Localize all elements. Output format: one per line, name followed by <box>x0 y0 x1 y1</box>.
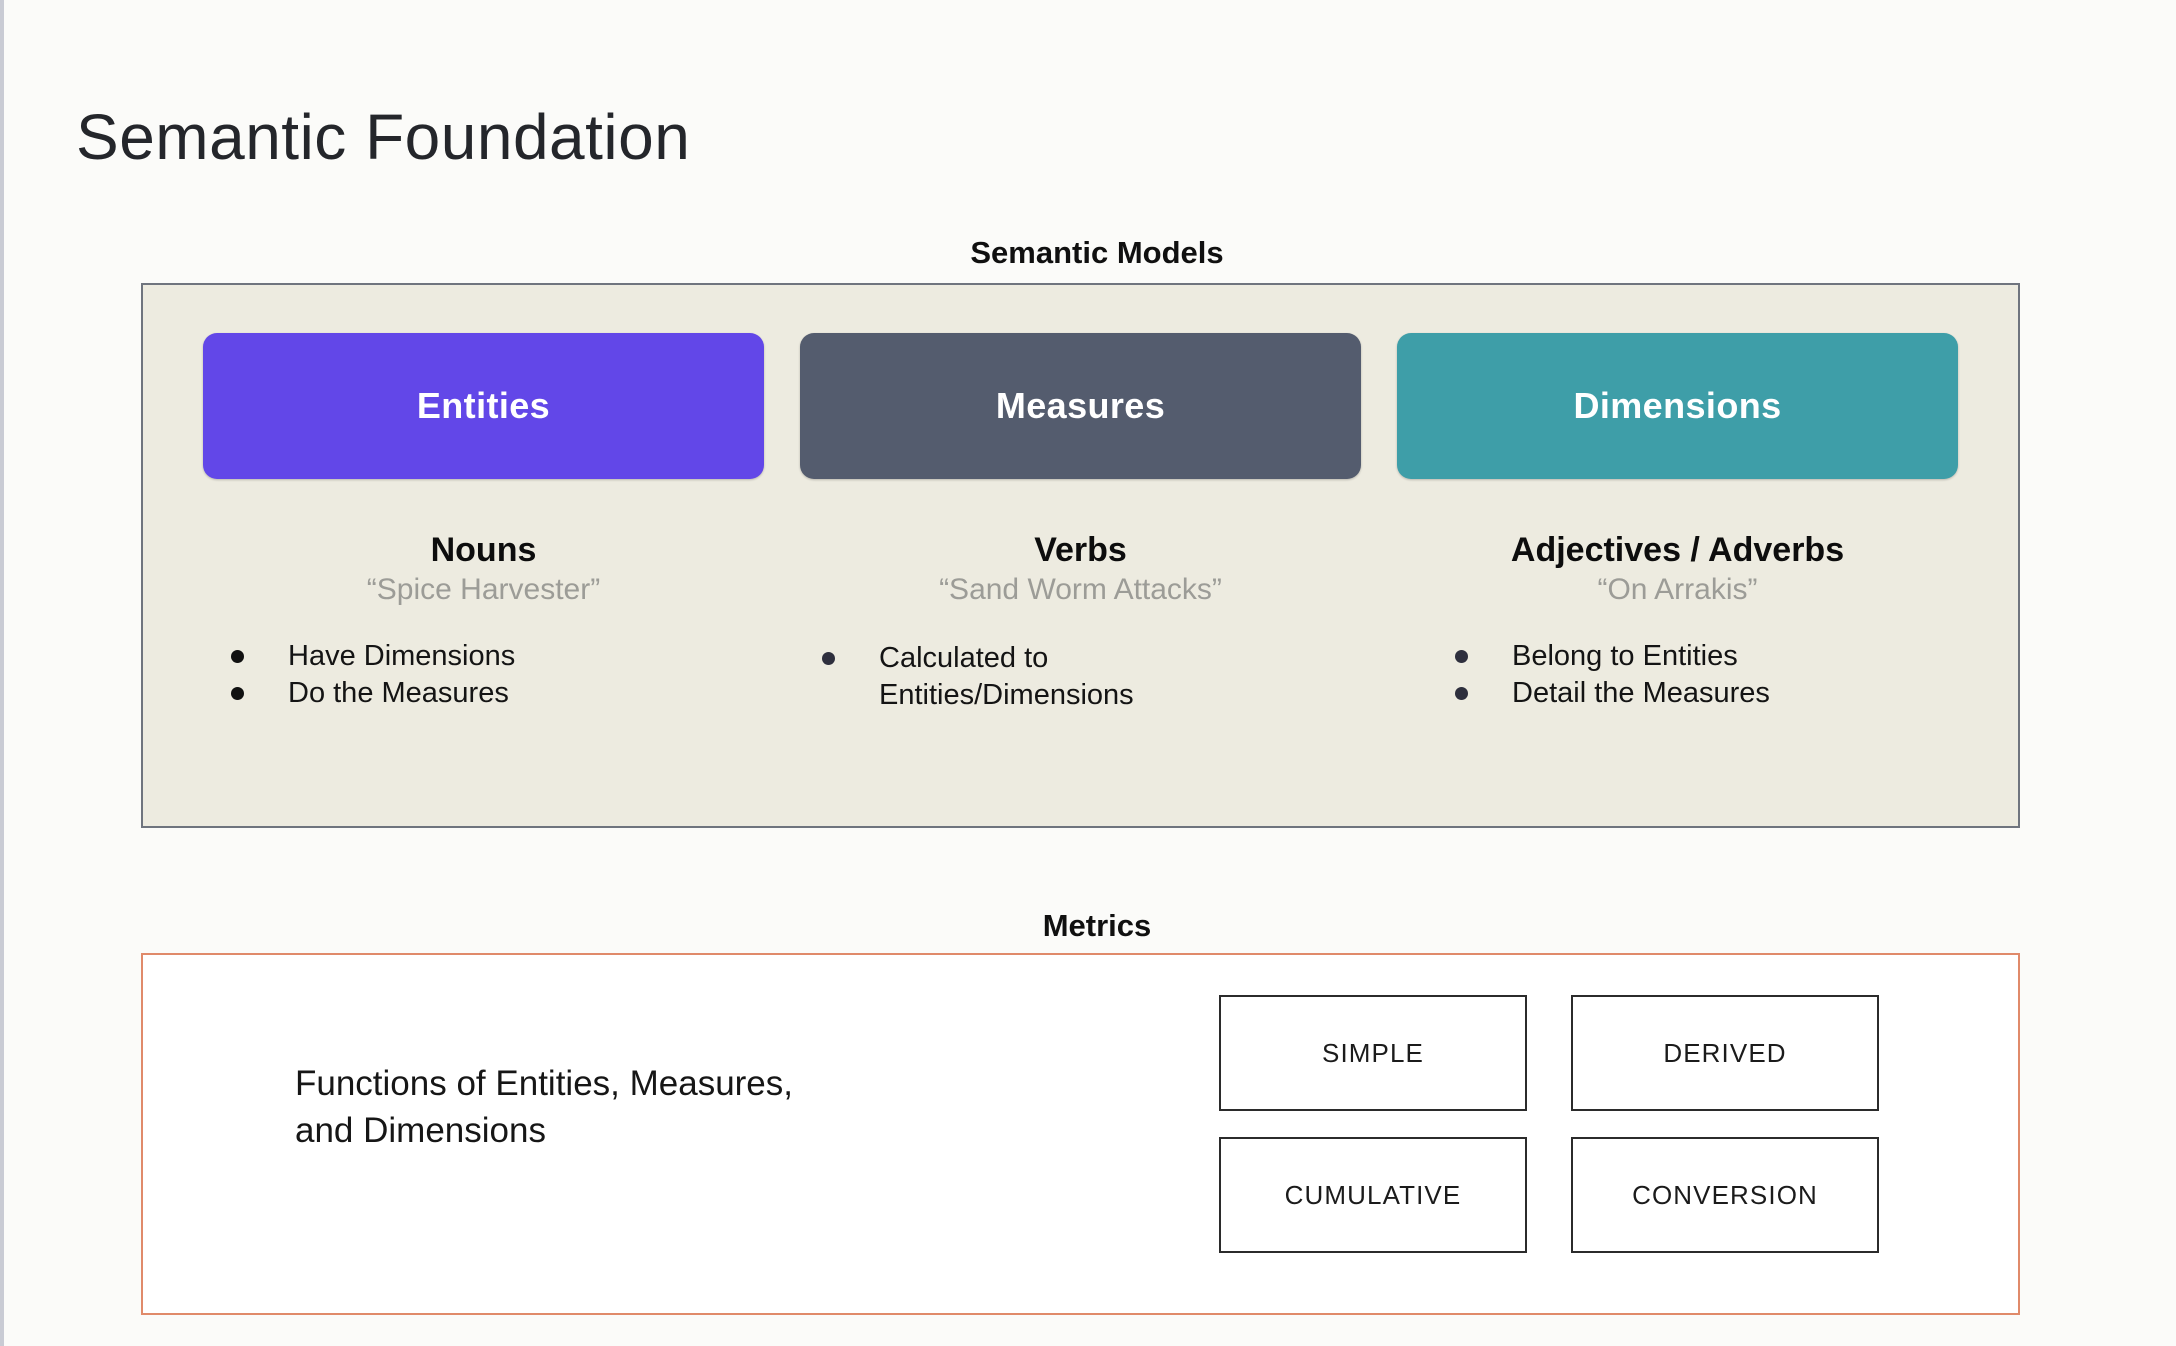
metrics-caption: Metrics <box>1042 908 1152 943</box>
semantic-column-entities: Entities Nouns “Spice Harvester” Have Di… <box>185 333 782 712</box>
list-item-label: Do the Measures <box>288 676 509 709</box>
dimensions-bullet-list: Belong to Entities Detail the Measures <box>1397 638 1958 712</box>
measures-pill-label: Measures <box>995 385 1166 426</box>
dimensions-part-of-speech: Adjectives / Adverbs <box>1510 531 1845 569</box>
list-item-label: Detail the Measures <box>1512 676 1770 709</box>
measures-pill[interactable]: Measures <box>800 333 1361 479</box>
dimensions-example: “On Arrakis” <box>1597 573 1758 607</box>
metrics-type-grid: SIMPLE DERIVED CUMULATIVE CONVERSION <box>1219 995 1879 1253</box>
bullet-dot-icon <box>231 649 244 663</box>
entities-part-of-speech: Nouns <box>430 531 537 569</box>
left-edge-strip <box>0 0 4 1346</box>
list-item: Have Dimensions <box>231 638 515 675</box>
entities-pill-label: Entities <box>416 385 551 426</box>
entities-bullet-list: Have Dimensions Do the Measures <box>203 638 764 712</box>
metrics-panel: Functions of Entities, Measures, and Dim… <box>141 953 2020 1315</box>
measures-example: “Sand Worm Attacks” <box>939 573 1222 607</box>
measures-part-of-speech: Verbs <box>1034 531 1127 569</box>
metric-type-cumulative-label: CUMULATIVE <box>1284 1179 1462 1210</box>
semantic-column-dimensions: Dimensions Adjectives / Adverbs “On Arra… <box>1379 333 1976 712</box>
page-title: Semantic Foundation <box>76 100 691 173</box>
list-item-label: Calculated to Entities/Dimensions <box>879 641 1134 711</box>
bullet-dot-icon <box>231 686 244 700</box>
entities-pill[interactable]: Entities <box>203 333 764 479</box>
list-item-label: Have Dimensions <box>288 639 516 672</box>
dimensions-pill-label: Dimensions <box>1573 385 1782 426</box>
metric-type-conversion[interactable]: CONVERSION <box>1571 1137 1879 1253</box>
list-item: Calculated to Entities/Dimensions <box>822 640 1134 714</box>
dimensions-pill[interactable]: Dimensions <box>1397 333 1958 479</box>
semantic-models-caption: Semantic Models <box>970 235 1224 270</box>
list-item: Belong to Entities <box>1455 638 1738 675</box>
semantic-column-measures: Measures Verbs “Sand Worm Attacks” Calcu… <box>782 333 1379 714</box>
metric-type-derived-label: DERIVED <box>1663 1037 1787 1068</box>
bullet-dot-icon <box>1455 686 1468 700</box>
metric-type-cumulative[interactable]: CUMULATIVE <box>1219 1137 1527 1253</box>
semantic-models-columns: Entities Nouns “Spice Harvester” Have Di… <box>143 285 2018 826</box>
metric-type-simple[interactable]: SIMPLE <box>1219 995 1527 1111</box>
measures-bullet-list: Calculated to Entities/Dimensions <box>800 640 1361 714</box>
bullet-dot-icon <box>1455 649 1468 663</box>
list-item-label: Belong to Entities <box>1512 639 1738 672</box>
metric-type-derived[interactable]: DERIVED <box>1571 995 1879 1111</box>
metric-type-simple-label: SIMPLE <box>1322 1037 1424 1068</box>
list-item: Detail the Measures <box>1455 675 1770 712</box>
entities-example: “Spice Harvester” <box>366 573 601 607</box>
metrics-description: Functions of Entities, Measures, and Dim… <box>295 1064 793 1150</box>
bullet-dot-icon <box>822 651 835 665</box>
list-item: Do the Measures <box>231 675 509 712</box>
metric-type-conversion-label: CONVERSION <box>1632 1179 1818 1210</box>
semantic-models-panel: Entities Nouns “Spice Harvester” Have Di… <box>141 283 2020 828</box>
